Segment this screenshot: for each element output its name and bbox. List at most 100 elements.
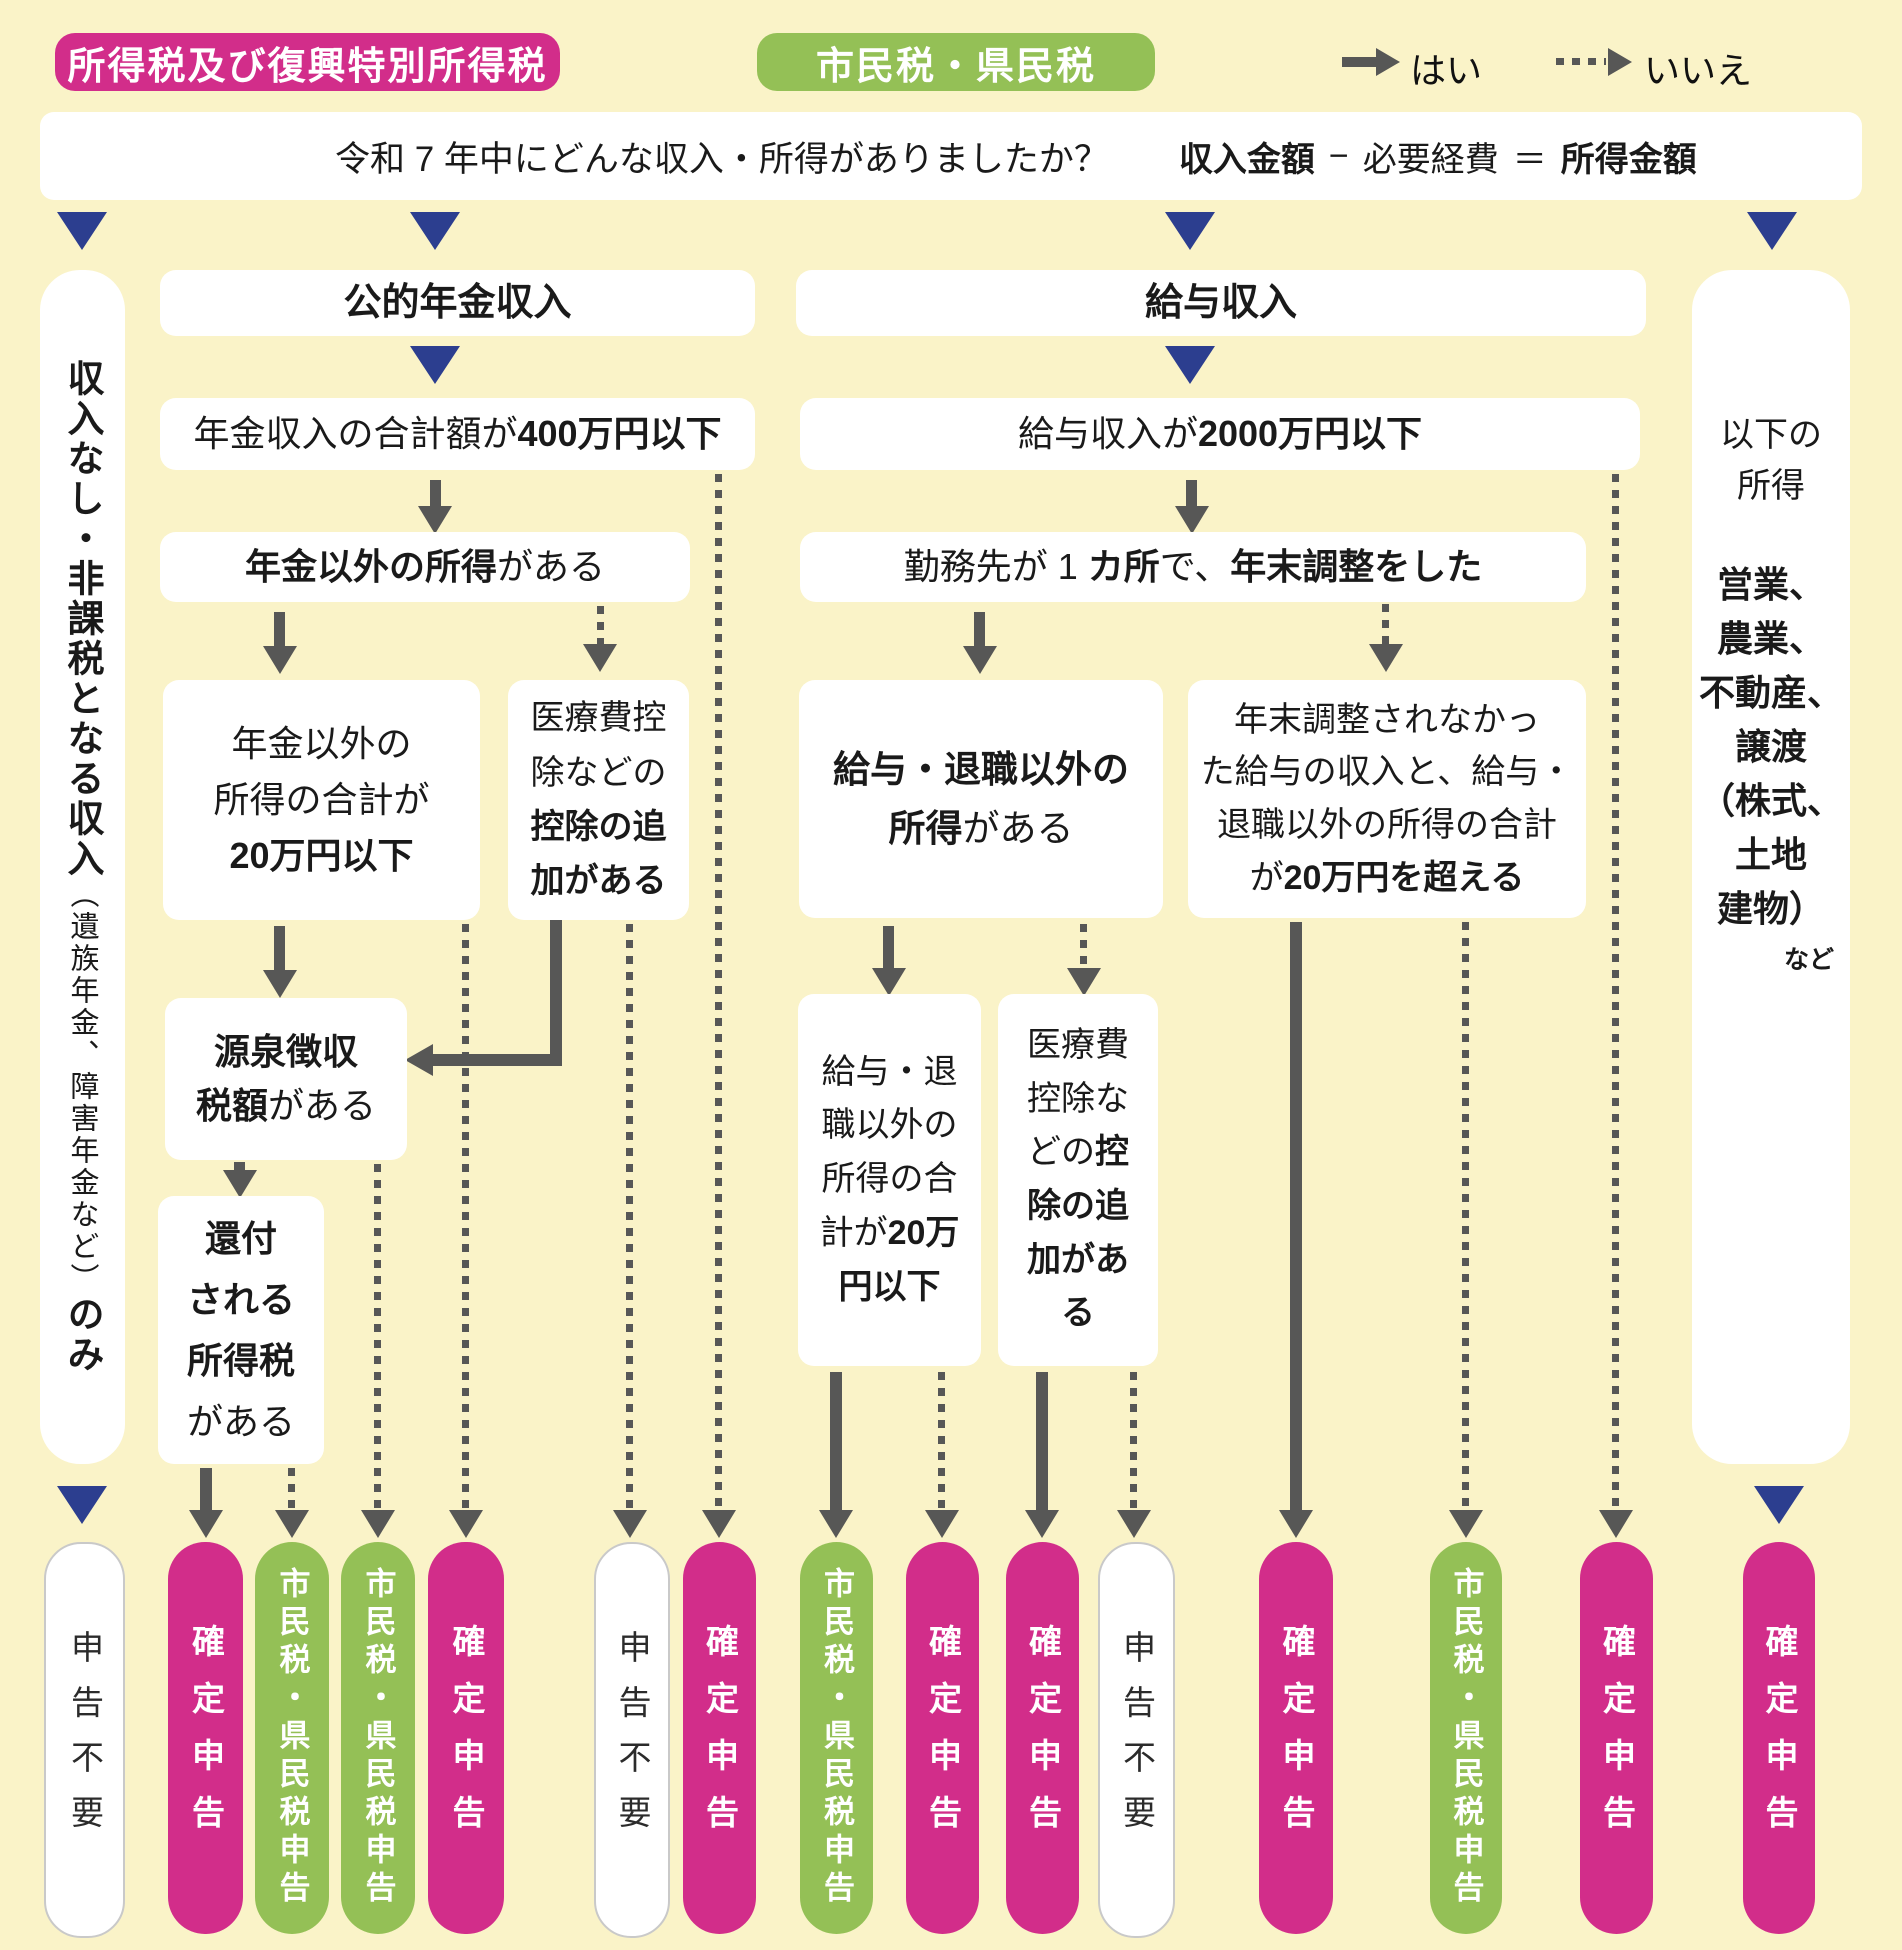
formula-equals: ＝ — [1512, 140, 1547, 179]
result-pill-final-return: 確定申告 — [168, 1542, 243, 1934]
no-line — [288, 1468, 295, 1512]
pension-withholding-box: 源泉徴収 税額がある — [165, 998, 407, 1160]
yes-line — [974, 612, 985, 648]
no-arrowhead-icon — [1369, 644, 1403, 672]
no-arrow-icon — [1556, 58, 1606, 65]
result-pill-final-return: 確定申告 — [1580, 1542, 1653, 1934]
branch-triangle-icon — [410, 346, 460, 384]
result-pill-resident-tax: 市民税・県民税申告 — [800, 1542, 873, 1934]
other-income-box: 以下の 所得 営業、 農業、 不動産、 譲渡 （株式、 土地 建物） など — [1692, 270, 1850, 1464]
other-income-item: 譲渡 — [1734, 726, 1807, 767]
result-pill-no-filing: 申告不要 — [44, 1542, 125, 1938]
question-text: 令和 7 年中にどんな収入・所得がありましたか？ — [335, 139, 1109, 179]
no-line — [938, 1372, 945, 1512]
no-line — [597, 606, 604, 644]
branch-triangle-icon — [1165, 346, 1215, 384]
result-pill-final-return: 確定申告 — [683, 1542, 756, 1934]
no-income-box: 収入なし・非課税となる収入（遺族年金、障害年金など）のみ — [40, 270, 125, 1464]
yes-arrowhead-icon — [1175, 506, 1209, 534]
salary-under200k-box: 給与・退職以外の所得の合計が20万円以下 — [798, 994, 981, 1366]
income-tax-badge: 所得税及び復興特別所得税 — [55, 33, 560, 91]
branch-triangle-icon — [57, 1486, 107, 1524]
salary-workplace-box: 勤務先が 1 カ所で、年末調整をした — [800, 532, 1586, 602]
pension-other-income-box: 年金以外の所得がある — [160, 532, 690, 602]
yes-arrowhead-icon — [189, 1510, 223, 1538]
yes-arrowhead-icon — [1025, 1510, 1059, 1538]
no-arrowhead-icon — [275, 1510, 309, 1538]
no-arrowhead-icon — [1608, 48, 1632, 76]
result-pill-final-return: 確定申告 — [906, 1542, 979, 1934]
no-arrowhead-icon — [449, 1510, 483, 1538]
other-income-item: 建物） — [1716, 888, 1825, 929]
yes-line — [432, 1054, 562, 1066]
yes-line — [1290, 922, 1302, 1512]
no-line — [1080, 924, 1087, 968]
pension-header-box: 公的年金収入 — [160, 270, 755, 336]
yes-arrowhead-icon — [263, 646, 297, 674]
result-pill-no-filing: 申告不要 — [594, 1542, 670, 1938]
yes-arrowhead-icon — [418, 506, 452, 534]
branch-triangle-icon — [1754, 1486, 1804, 1524]
yes-arrow-icon — [1342, 57, 1376, 67]
result-pill-final-return: 確定申告 — [428, 1542, 504, 1934]
other-income-item: （株式、 — [1698, 780, 1843, 821]
no-income-paren: （遺族年金、障害年金など） — [66, 879, 98, 1295]
result-pill-resident-tax: 市民税・県民税申告 — [341, 1542, 415, 1934]
result-pill-final-return: 確定申告 — [1006, 1542, 1079, 1934]
other-income-item: 土地 — [1734, 834, 1807, 875]
yes-line — [1036, 1372, 1048, 1512]
pension-total-box: 年金収入の合計額が400万円以下 — [160, 398, 755, 470]
no-line — [374, 1164, 381, 1512]
legend-yes-label: はい — [1410, 50, 1483, 91]
pension-deduction-box: 医療費控除などの控除の追加がある — [508, 680, 689, 920]
salary-header-box: 給与収入 — [796, 270, 1646, 336]
no-line — [1382, 604, 1389, 644]
branch-triangle-icon — [410, 212, 460, 250]
salary-deduction-box: 医療費控除などの控除の追加がある — [998, 994, 1158, 1366]
result-pill-final-return: 確定申告 — [1743, 1542, 1815, 1934]
no-arrowhead-icon — [583, 644, 617, 672]
yes-line — [274, 926, 285, 972]
branch-triangle-icon — [57, 212, 107, 250]
no-arrowhead-icon — [361, 1510, 395, 1538]
yes-line — [200, 1468, 212, 1514]
no-line — [1130, 1372, 1137, 1512]
other-income-l1: 以下の — [1720, 416, 1822, 454]
pension-refund-box: 還付 される 所得税 がある — [158, 1196, 324, 1464]
yes-line — [830, 1372, 842, 1512]
no-line — [1612, 474, 1619, 1512]
result-pill-resident-tax: 市民税・県民税申告 — [1430, 1542, 1502, 1934]
yes-arrowhead-icon — [1279, 1510, 1313, 1538]
no-arrowhead-icon — [1067, 968, 1101, 996]
yes-line — [1186, 480, 1197, 508]
salary-total-box: 給与収入が2000万円以下 — [800, 398, 1640, 470]
other-income-etc: など — [1783, 946, 1834, 974]
formula-result: 所得金額 — [1560, 140, 1697, 179]
no-arrowhead-icon — [1599, 1510, 1633, 1538]
no-arrowhead-icon — [702, 1510, 736, 1538]
yes-line — [883, 926, 894, 970]
no-arrowhead-icon — [1117, 1510, 1151, 1538]
yes-line — [550, 920, 562, 1066]
formula-minus: − — [1328, 136, 1349, 175]
other-income-item: 営業、 — [1716, 564, 1825, 605]
legend-no-label: いいえ — [1644, 50, 1753, 91]
question-bar: 令和 7 年中にどんな収入・所得がありましたか？ 収入金額 − 必要経費 ＝ 所… — [40, 112, 1862, 200]
formula-expense: 必要経費 — [1362, 140, 1499, 179]
formula-income: 収入金額 — [1178, 140, 1315, 179]
yes-arrowhead-icon — [819, 1510, 853, 1538]
pension-under200k-box: 年金以外の 所得の合計が 20万円以下 — [163, 680, 480, 920]
no-line — [715, 474, 722, 1512]
salary-not-adjusted-box: 年末調整されなかっ た給与の収入と、給与・ 退職以外の所得の合計 が20万円を超… — [1188, 680, 1586, 918]
yes-arrowhead-icon — [1376, 48, 1400, 76]
income-formula: 収入金額 − 必要経費 ＝ 所得金額 — [1179, 132, 1697, 181]
other-income-item: 農業、 — [1716, 618, 1825, 659]
no-line — [626, 924, 633, 1512]
no-income-main: 収入なし・非課税となる収入 — [62, 359, 103, 879]
result-pill-resident-tax: 市民税・県民税申告 — [255, 1542, 329, 1934]
salary-other-income-box: 給与・退職以外の 所得がある — [799, 680, 1163, 918]
yes-line — [274, 612, 285, 648]
yes-line — [234, 1162, 245, 1174]
yes-arrowhead-icon — [963, 646, 997, 674]
no-income-suffix: のみ — [62, 1295, 103, 1375]
